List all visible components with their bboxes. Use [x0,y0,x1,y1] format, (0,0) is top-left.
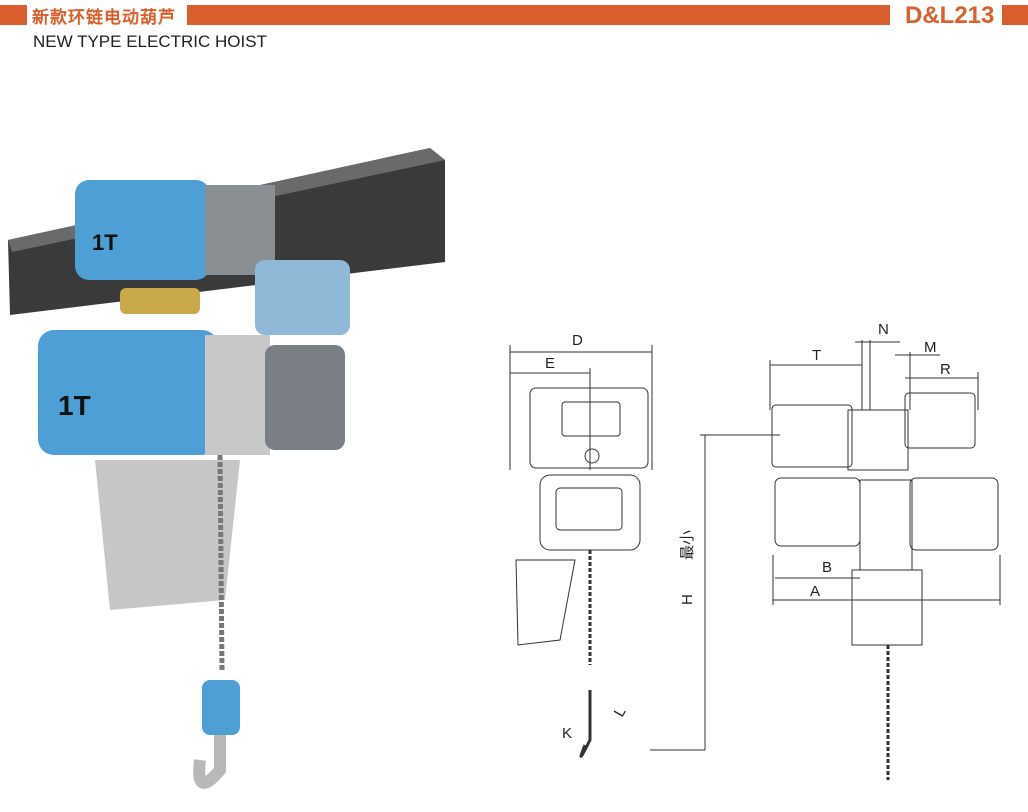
dim-R-label: R [940,361,951,378]
chain [217,454,225,671]
title-english: NEW TYPE ELECTRIC HOIST [33,32,267,51]
model-number: D&L213 [905,2,995,29]
dim-N-label: N [878,321,889,338]
header-bar-left [0,5,27,25]
hook [193,735,226,789]
dim-K-label: K [562,725,572,742]
title-chinese: 新款环链电动葫芦 [32,8,176,28]
header-bar-right [1002,5,1028,25]
chain-bag [95,460,240,610]
dim-M-label: M [924,339,937,356]
dim-H-label: H [679,594,696,605]
dim-B-label: B [822,559,832,576]
hoist-body [38,330,218,455]
capacity-label-top: 1T [92,230,118,255]
capacity-label-bottom: 1T [58,390,91,421]
dim-A-label: A [810,583,820,600]
dim-T-label: T [812,347,821,364]
side-view: D E H 最小 K L [509,332,780,758]
dim-E-label: E [545,355,555,372]
header-bar-middle [187,5,890,25]
trolley-motor [75,180,210,280]
front-view: T N M R B A [769,321,1001,780]
dim-D-label: D [572,332,583,349]
hoist-photo: 1T 1T [8,148,445,789]
dim-L-label: L [611,704,630,720]
dim-H-note: 最小 [679,530,696,560]
